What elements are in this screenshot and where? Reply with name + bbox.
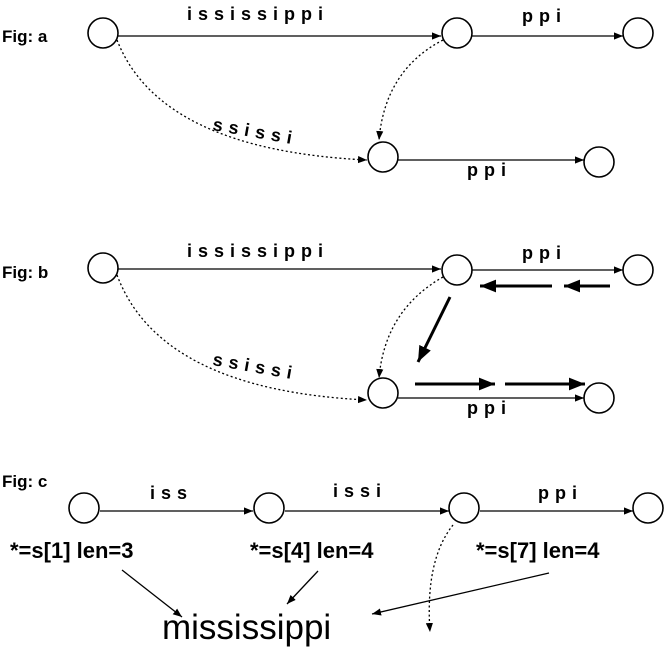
suffix-link-c [425, 524, 454, 633]
traverse-arrow-down [416, 296, 452, 363]
edge-a-bottom-label: ppi [467, 160, 512, 180]
edge-b-suffix-link-label: ssissi [211, 349, 299, 384]
node-a-top-right [622, 17, 654, 49]
node-a-top-middle [441, 17, 473, 49]
pointer-arrow-3 [371, 572, 550, 616]
pointer-label-2: *=s[4] len=4 [250, 538, 374, 563]
suffix-link-b-short [376, 276, 444, 379]
node-a-bottom-right [583, 146, 615, 178]
edge-b-top-main-label: ississippi [187, 241, 329, 261]
figure-b: Fig: b ississippi ppi ssissi ppi [2, 241, 654, 418]
edge-a-top-right-label: ppi [522, 6, 567, 26]
node-b-top-right [622, 254, 654, 286]
node-b-bottom-right [583, 382, 615, 414]
suffix-link-b-long [116, 274, 368, 404]
suffix-link-a-short [376, 39, 444, 141]
node-c-2 [253, 492, 285, 524]
source-string: mississippi [162, 608, 331, 647]
edge-c-1-label: iss [150, 483, 193, 503]
edge-a-top-main-label: ississippi [187, 4, 329, 24]
node-b-bottom-left [367, 377, 399, 409]
edge-a-suffix-link-label: ssissi [211, 114, 299, 149]
pointer-arrow-1 [121, 569, 183, 618]
edge-c-2-label: issi [333, 481, 387, 501]
figure-c: Fig: c iss issi ppi *=s[1] len=3 *=s[4] … [2, 472, 664, 647]
figure-c-label: Fig: c [2, 472, 47, 491]
figure-a: Fig: a ississippi ppi ssissi ppi [2, 4, 654, 180]
node-c-1 [68, 492, 100, 524]
node-b-root [87, 252, 119, 284]
edge-b-bottom-label: ppi [467, 398, 512, 418]
node-b-top-middle [441, 254, 473, 286]
figure-b-label: Fig: b [2, 263, 48, 282]
node-a-bottom-left [367, 141, 399, 173]
pointer-label-3: *=s[7] len=4 [476, 538, 600, 563]
node-c-3 [448, 492, 480, 524]
node-a-root [87, 17, 119, 49]
pointer-arrow-2 [286, 570, 319, 605]
edge-b-top-right-label: ppi [522, 243, 567, 263]
pointer-label-1: *=s[1] len=3 [10, 538, 134, 563]
edge-c-3-label: ppi [538, 483, 583, 503]
figure-a-label: Fig: a [2, 27, 48, 46]
node-c-4 [632, 492, 664, 524]
suffix-link-a-long [116, 39, 368, 164]
